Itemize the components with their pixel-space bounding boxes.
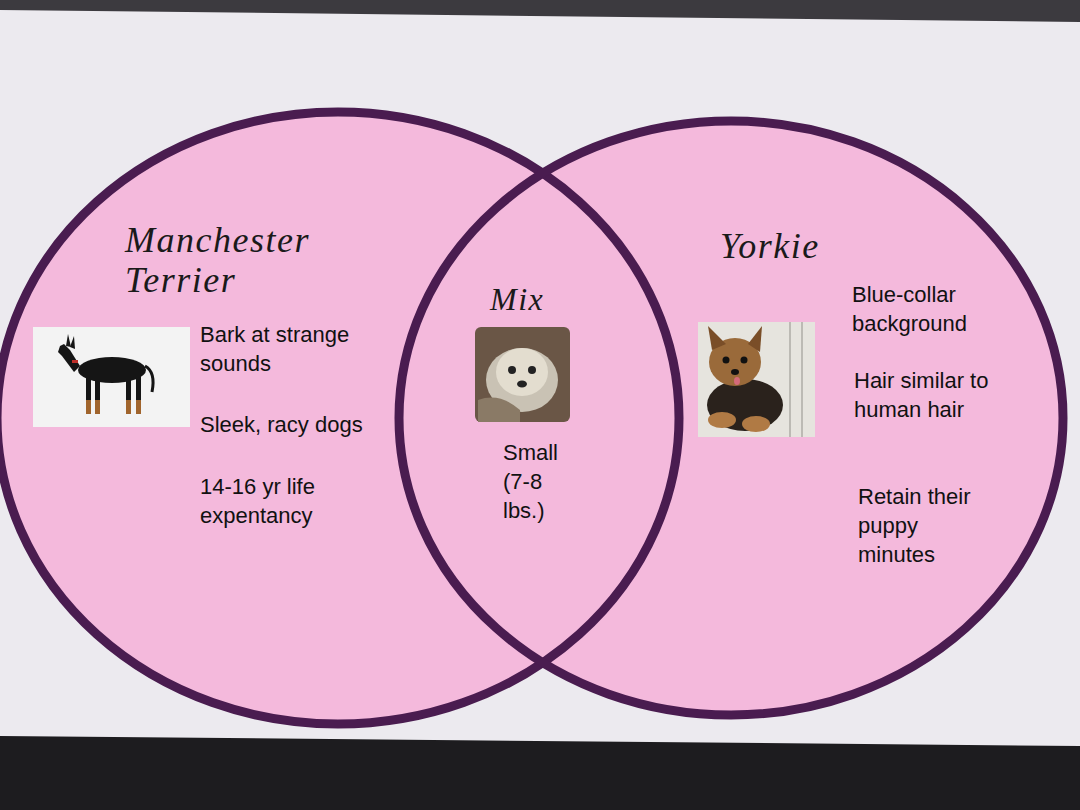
trait-text: Sleek, racy dogs [200, 410, 395, 439]
trait-text: 14-16 yr life expentancy [200, 472, 395, 530]
monitor-top-edge [0, 0, 1080, 22]
venn-overlap: MixSmall (7-8 lbs.) [440, 270, 640, 540]
circle-outline [397, 118, 1065, 718]
yorkie-photo [698, 322, 815, 437]
venn-circle: YorkieBlue-collar backgroundHair similar… [397, 118, 1065, 718]
venn-circle: Manchester TerrierBark at strange sounds… [0, 108, 681, 728]
circle-heading: Yorkie [720, 226, 920, 266]
trait-text: Small (7-8 lbs.) [503, 438, 583, 525]
right-circle-fill [399, 121, 1063, 715]
trait-text: Retain their puppy minutes [858, 482, 998, 569]
circle-heading: Manchester Terrier [125, 220, 365, 300]
monitor-bezel [0, 736, 1080, 810]
trait-text: Hair similar to human hair [854, 366, 999, 424]
mix-photo [475, 327, 570, 422]
trait-text: Blue-collar background [852, 280, 997, 338]
circle-heading: Mix [490, 280, 600, 318]
manchester-photo [33, 327, 190, 427]
trait-text: Bark at strange sounds [200, 320, 395, 378]
